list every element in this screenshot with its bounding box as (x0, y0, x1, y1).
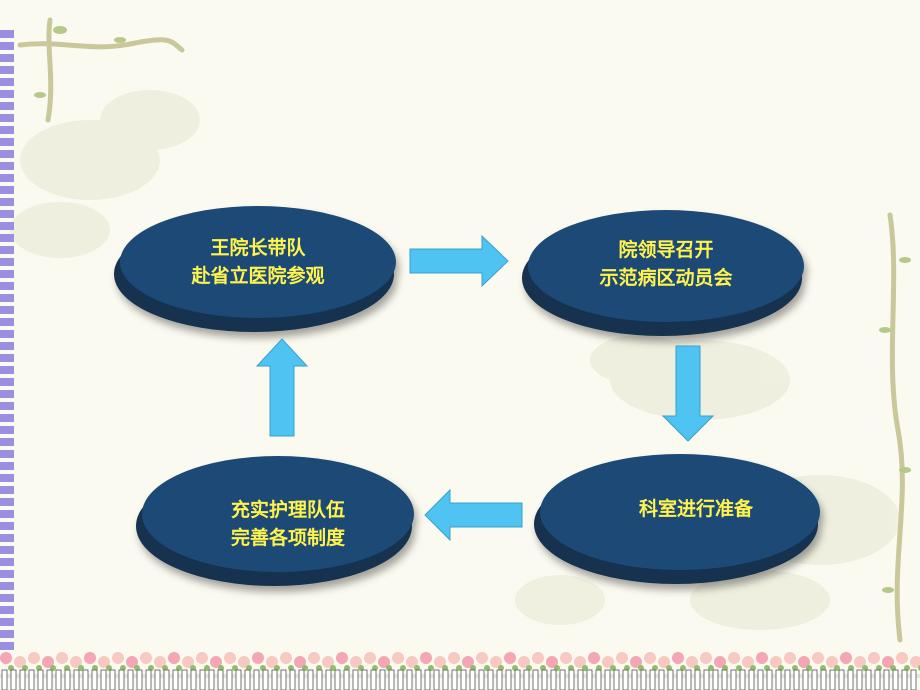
arrow-right (409, 234, 509, 288)
node-label-4: 充实护理队伍 完善各项制度 (230, 499, 345, 549)
node-label-2: 院领导召开 示范病区动员会 (599, 239, 733, 289)
left-border-pattern (0, 30, 14, 650)
node-staff-enhancement (136, 456, 414, 586)
node-mobilization-meeting (522, 210, 804, 336)
arrow-up (255, 338, 309, 437)
arrow-left (424, 488, 523, 542)
node-label-1: 王院长带队 赴省立医院参观 (191, 237, 325, 287)
node-label-3: 科室进行准备 (638, 498, 753, 520)
node-hospital-visit (114, 206, 396, 332)
flower-fence-border (0, 652, 920, 690)
arrow-down (661, 345, 715, 442)
node-department-preparation (534, 454, 820, 584)
